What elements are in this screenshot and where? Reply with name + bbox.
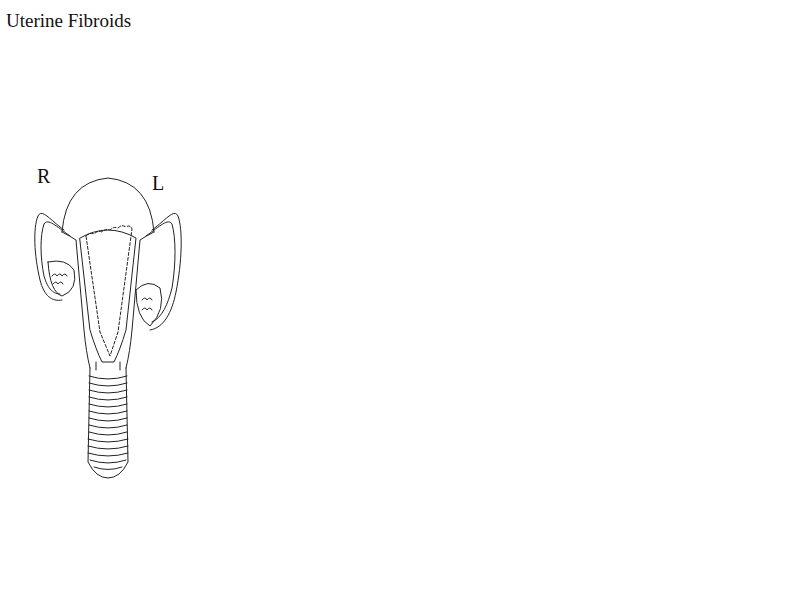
uterus-wall-right (126, 232, 154, 368)
uterine-cavity (86, 226, 132, 356)
vaginal-rugae (88, 376, 128, 470)
fimbriae (52, 274, 67, 284)
uterus-wall-left (62, 232, 90, 368)
uterus-inner-wall (80, 230, 136, 362)
diagram-title: Uterine Fibroids (6, 11, 131, 30)
side-label: R (37, 166, 50, 186)
fallopian-tube (41, 222, 70, 294)
ovary (136, 283, 162, 326)
fimbriae (142, 298, 152, 310)
cervix (96, 362, 120, 370)
fallopian-tube (150, 213, 181, 330)
side-label: L (152, 173, 164, 193)
vagina-outline (88, 368, 128, 478)
fundus-outline (62, 178, 154, 232)
ovary (48, 261, 75, 296)
